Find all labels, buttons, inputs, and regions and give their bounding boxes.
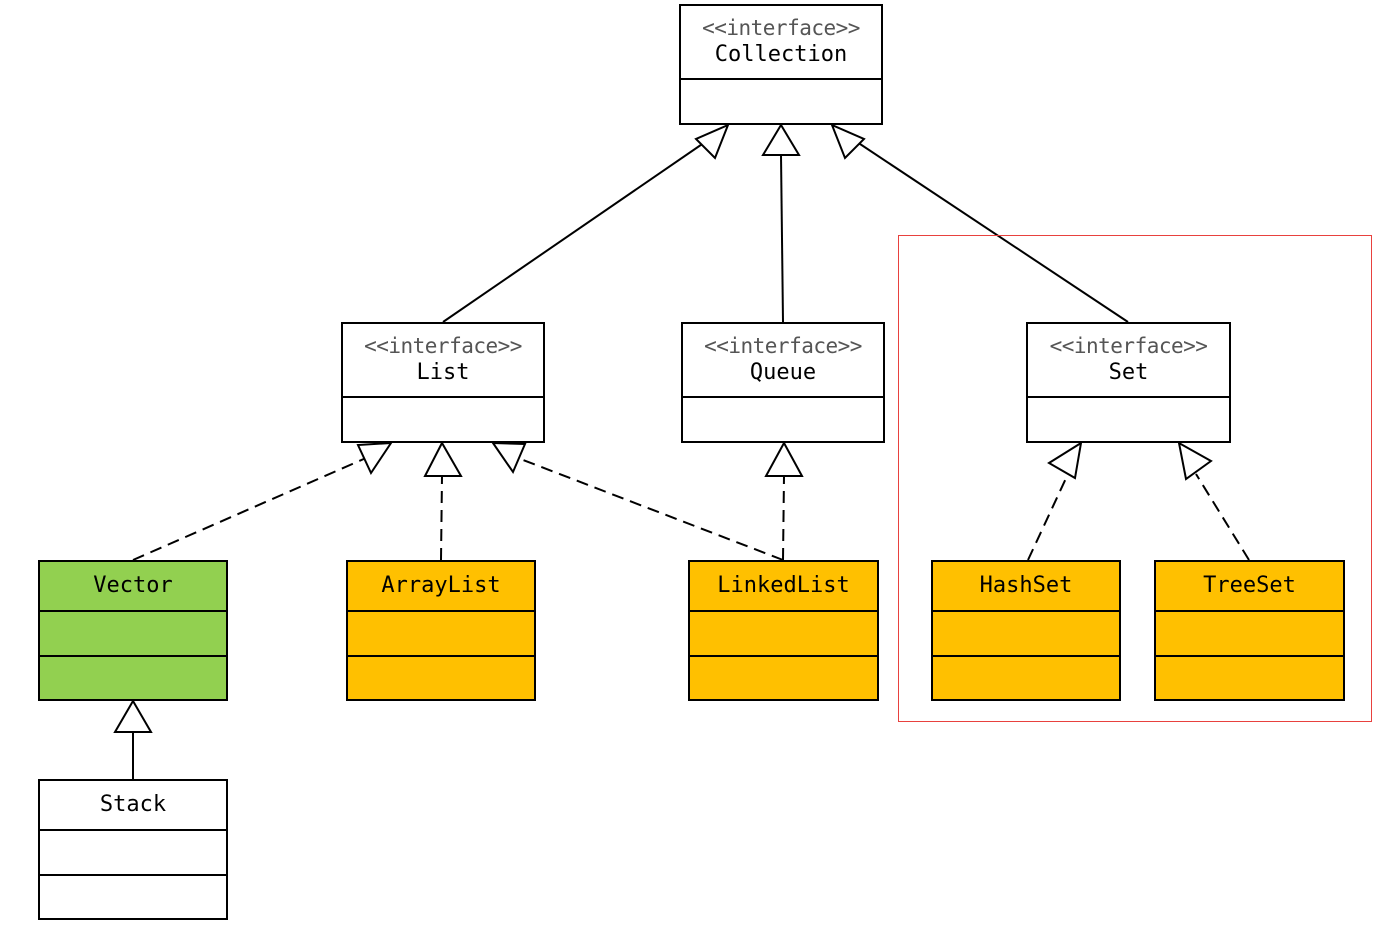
linkedlist-list-line bbox=[517, 457, 784, 561]
treeset-operations-compartment bbox=[1156, 654, 1343, 700]
queue-name: Queue bbox=[749, 360, 817, 385]
hashset-name-compartment: HashSet bbox=[933, 562, 1119, 612]
hashset-set-line bbox=[1027, 473, 1069, 561]
linkedlist-attributes-compartment bbox=[690, 612, 877, 655]
vector-attributes-compartment bbox=[40, 612, 226, 655]
stack-name-compartment: Stack bbox=[40, 781, 226, 831]
treeset-name-compartment: TreeSet bbox=[1156, 562, 1343, 612]
hashset-class-box: HashSet bbox=[931, 560, 1121, 701]
arrowhead-linkedlist-queue bbox=[764, 440, 804, 477]
queue-collection-line bbox=[780, 154, 784, 323]
arraylist-attributes-compartment bbox=[348, 612, 534, 655]
arrowhead-hashset-set bbox=[1047, 440, 1083, 480]
set-group-highlight bbox=[898, 235, 1372, 722]
arrowhead-vector-list bbox=[356, 441, 393, 476]
arraylist-list-line bbox=[440, 475, 443, 561]
vector-name-compartment: Vector bbox=[40, 562, 226, 612]
hashset-operations-compartment bbox=[933, 654, 1119, 700]
set-name-compartment: <<interface>> Set bbox=[1028, 324, 1229, 398]
list-name-compartment: <<interface>> List bbox=[343, 324, 543, 398]
list-stereotype: <<interface>> bbox=[364, 334, 522, 358]
collection-interface-box: <<interface>> Collection bbox=[679, 4, 883, 125]
queue-members-compartment bbox=[683, 398, 883, 441]
arrowhead-set-collection bbox=[830, 123, 866, 160]
set-name: Set bbox=[1108, 360, 1149, 385]
list-collection-line bbox=[442, 137, 712, 323]
queue-interface-box: <<interface>> Queue bbox=[681, 322, 885, 443]
queue-stereotype: <<interface>> bbox=[704, 334, 862, 358]
list-name: List bbox=[416, 360, 470, 385]
treeset-class-box: TreeSet bbox=[1154, 560, 1345, 701]
collection-name: Collection bbox=[714, 42, 848, 67]
hashset-name: HashSet bbox=[979, 573, 1073, 598]
linkedlist-queue-line bbox=[782, 475, 785, 561]
list-members-compartment bbox=[343, 398, 543, 441]
arraylist-name: ArrayList bbox=[381, 573, 501, 598]
arrowhead-arraylist-list bbox=[423, 440, 463, 477]
collection-members-compartment bbox=[681, 80, 881, 123]
queue-name-compartment: <<interface>> Queue bbox=[683, 324, 883, 398]
list-interface-box: <<interface>> List bbox=[341, 322, 545, 443]
linkedlist-name: LinkedList bbox=[717, 573, 850, 598]
arraylist-class-box: ArrayList bbox=[346, 560, 536, 701]
arrowhead-linkedlist-list bbox=[491, 441, 527, 475]
collection-stereotype: <<interface>> bbox=[702, 16, 860, 40]
vector-list-line bbox=[132, 457, 367, 561]
stack-class-box: Stack bbox=[38, 779, 228, 920]
arrowhead-queue-collection bbox=[761, 123, 801, 156]
vector-class-box: Vector bbox=[38, 560, 228, 701]
arrowhead-treeset-set bbox=[1177, 441, 1213, 481]
arrowhead-stack-vector bbox=[113, 699, 153, 733]
stack-attributes-compartment bbox=[40, 831, 226, 874]
vector-name: Vector bbox=[93, 573, 173, 598]
linkedlist-name-compartment: LinkedList bbox=[690, 562, 877, 612]
treeset-set-line bbox=[1195, 473, 1250, 561]
set-stereotype: <<interface>> bbox=[1049, 334, 1208, 358]
linkedlist-operations-compartment bbox=[690, 654, 877, 700]
stack-name: Stack bbox=[99, 792, 167, 817]
set-collection-line bbox=[850, 137, 1129, 323]
arraylist-name-compartment: ArrayList bbox=[348, 562, 534, 612]
arraylist-operations-compartment bbox=[348, 654, 534, 700]
collection-name-compartment: <<interface>> Collection bbox=[681, 6, 881, 80]
stack-operations-compartment bbox=[40, 873, 226, 919]
set-interface-box: <<interface>> Set bbox=[1026, 322, 1231, 443]
arrowhead-list-collection bbox=[694, 123, 730, 160]
linkedlist-class-box: LinkedList bbox=[688, 560, 879, 701]
treeset-name: TreeSet bbox=[1203, 573, 1296, 598]
vector-operations-compartment bbox=[40, 654, 226, 700]
